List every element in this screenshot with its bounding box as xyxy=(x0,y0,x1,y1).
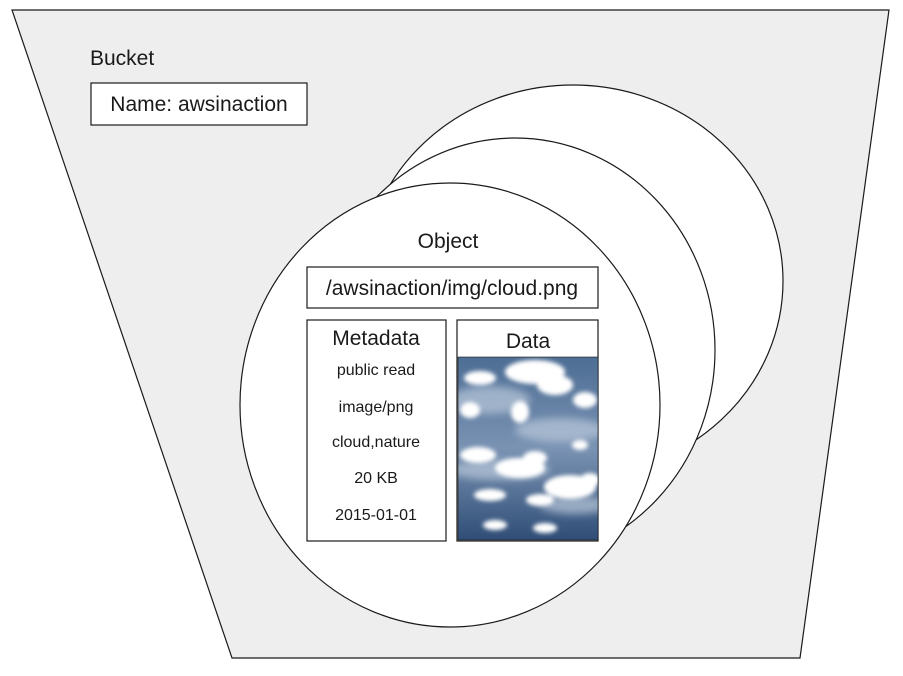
metadata-box xyxy=(306,319,447,542)
metadata-item: image/png xyxy=(339,399,414,416)
cloud-photo-frame xyxy=(457,356,599,541)
metadata-item: cloud,nature xyxy=(332,434,420,451)
bucket-label: Bucket xyxy=(90,47,154,70)
bucket-name-label: Name: awsinaction xyxy=(110,93,287,116)
object-key-box xyxy=(306,266,599,309)
cloud-photo-icon xyxy=(458,357,598,540)
bucket-name-box xyxy=(90,82,308,126)
metadata-item: 20 KB xyxy=(354,470,398,487)
object-key-label: /awsinaction/img/cloud.png xyxy=(326,277,578,300)
data-title: Data xyxy=(506,330,551,353)
metadata-item: public read xyxy=(337,362,415,379)
metadata-item: 2015-01-01 xyxy=(335,507,417,524)
object-label: Object xyxy=(418,230,479,253)
metadata-title: Metadata xyxy=(332,327,420,350)
